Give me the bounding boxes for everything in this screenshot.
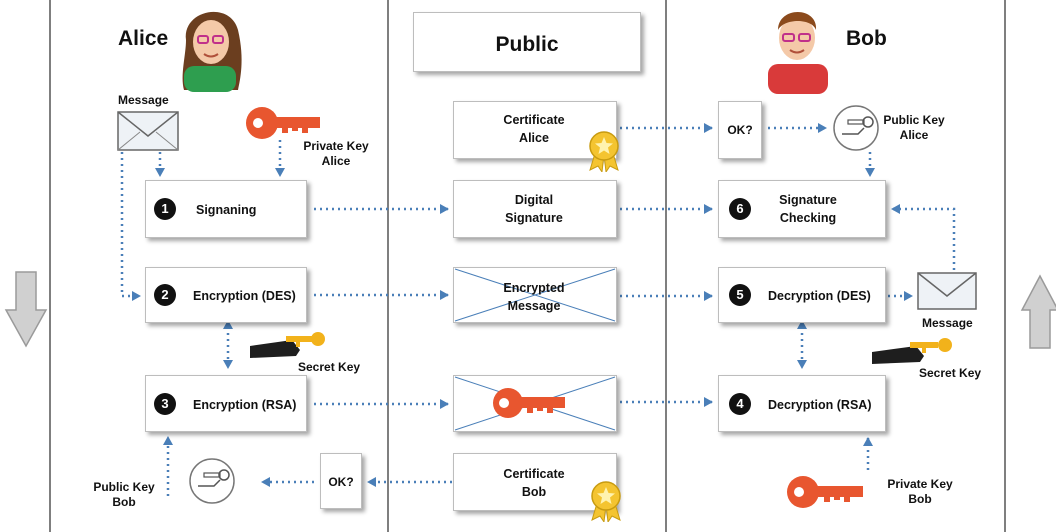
- connectors: [120, 123, 956, 496]
- ok-label-bob: OK?: [727, 123, 753, 137]
- encrypted-message-label: Encrypted Message: [503, 280, 564, 315]
- encryption-rsa-label: Encryption (RSA): [193, 398, 297, 412]
- encrypted-message-line1: Encrypted: [503, 281, 565, 295]
- secret-key-hand-icon-alice: [250, 332, 325, 358]
- certificate-alice-line2: Alice: [519, 130, 549, 145]
- encrypted-key-cross: [454, 376, 616, 431]
- alice-column-title: Alice: [118, 27, 169, 50]
- private-key-icon-alice: [246, 107, 320, 139]
- private-key-alice-label: Private Key Alice: [303, 139, 368, 169]
- public-key-bob-line1: Public Key: [93, 480, 155, 494]
- public-column-title: Public: [495, 33, 559, 56]
- public-key-alice-label: Public Key Alice: [883, 113, 944, 143]
- public-key-hand-icon-alice: [833, 105, 879, 151]
- down-arrow-left: [4, 271, 48, 348]
- ok-box-alice: [320, 453, 362, 509]
- certificate-medal-icon-alice: [589, 131, 619, 172]
- encrypted-message-cross: [454, 268, 616, 322]
- private-key-bob-label: Private Key Bob: [887, 477, 952, 507]
- public-key-alice-line2: Alice: [899, 128, 929, 142]
- certificate-bob-line2: Bob: [521, 484, 547, 499]
- public-key-bob-label: Public Key Bob: [93, 480, 154, 510]
- private-key-alice-line1: Private Key: [303, 139, 369, 153]
- envelope-icon-alice: [117, 111, 179, 151]
- private-key-bob-line2: Bob: [908, 492, 932, 506]
- signature-checking-line2: Checking: [779, 210, 837, 225]
- message-label-bob: Message: [922, 316, 973, 330]
- public-key-hand-icon-bob: [189, 458, 235, 504]
- public-key-alice-line1: Public Key: [883, 113, 945, 127]
- step-2-badge: 2: [154, 284, 176, 306]
- decryption-rsa-label: Decryption (RSA): [768, 398, 872, 412]
- step-3-badge: 3: [154, 393, 176, 415]
- private-key-bob-line1: Private Key: [887, 477, 953, 491]
- certificate-medal-icon-bob: [591, 481, 621, 522]
- public-key-bob-line2: Bob: [112, 495, 136, 509]
- ok-label-alice: OK?: [328, 475, 354, 489]
- step-4-badge: 4: [729, 393, 751, 415]
- decryption-des-label: Decryption (DES): [768, 289, 871, 303]
- column-dividers: [49, 0, 1006, 532]
- signature-checking-line1: Signature: [779, 193, 837, 207]
- digital-signature-label: Digital Signature: [505, 192, 563, 227]
- key-icon-encrypted: [493, 388, 565, 418]
- encryption-des-label: Encryption (DES): [193, 289, 296, 303]
- message-to-des-arrow: [120, 152, 141, 301]
- certificate-alice-line1: Certificate: [503, 113, 565, 127]
- bob-column-title: Bob: [846, 27, 887, 50]
- step-5-badge: 5: [729, 284, 751, 306]
- secret-key-label-alice: Secret Key: [298, 360, 361, 374]
- digital-signature-line2: Signature: [505, 210, 563, 225]
- ok-box-bob: [718, 101, 762, 159]
- certificate-bob-label: Certificate Bob: [503, 466, 564, 501]
- message-to-check-arrow: [891, 204, 956, 270]
- secret-key-hand-icon-bob: [872, 338, 952, 364]
- bob-avatar: [768, 12, 828, 94]
- step-1-badge: 1: [154, 198, 176, 220]
- private-key-alice-line2: Alice: [321, 154, 351, 168]
- alice-avatar: [182, 11, 242, 92]
- certificate-bob-line1: Certificate: [503, 467, 565, 481]
- signature-checking-label: Signature Checking: [779, 192, 837, 227]
- private-key-icon-bob: [787, 476, 863, 508]
- signing-step-label: Signaning: [196, 203, 257, 217]
- certificate-alice-label: Certificate Alice: [503, 112, 564, 147]
- message-label-alice: Message: [118, 93, 169, 107]
- digital-signature-box: [453, 180, 617, 238]
- step-6-badge: 6: [729, 198, 751, 220]
- public-header-box: [413, 12, 641, 72]
- up-arrow-right: [1020, 274, 1056, 349]
- digital-signature-line1: Digital: [514, 193, 554, 207]
- envelope-icon-bob: [917, 272, 977, 310]
- encrypted-message-line2: Message: [507, 298, 561, 313]
- certificate-bob-box: [453, 453, 617, 511]
- secret-key-label-bob: Secret Key: [919, 366, 982, 380]
